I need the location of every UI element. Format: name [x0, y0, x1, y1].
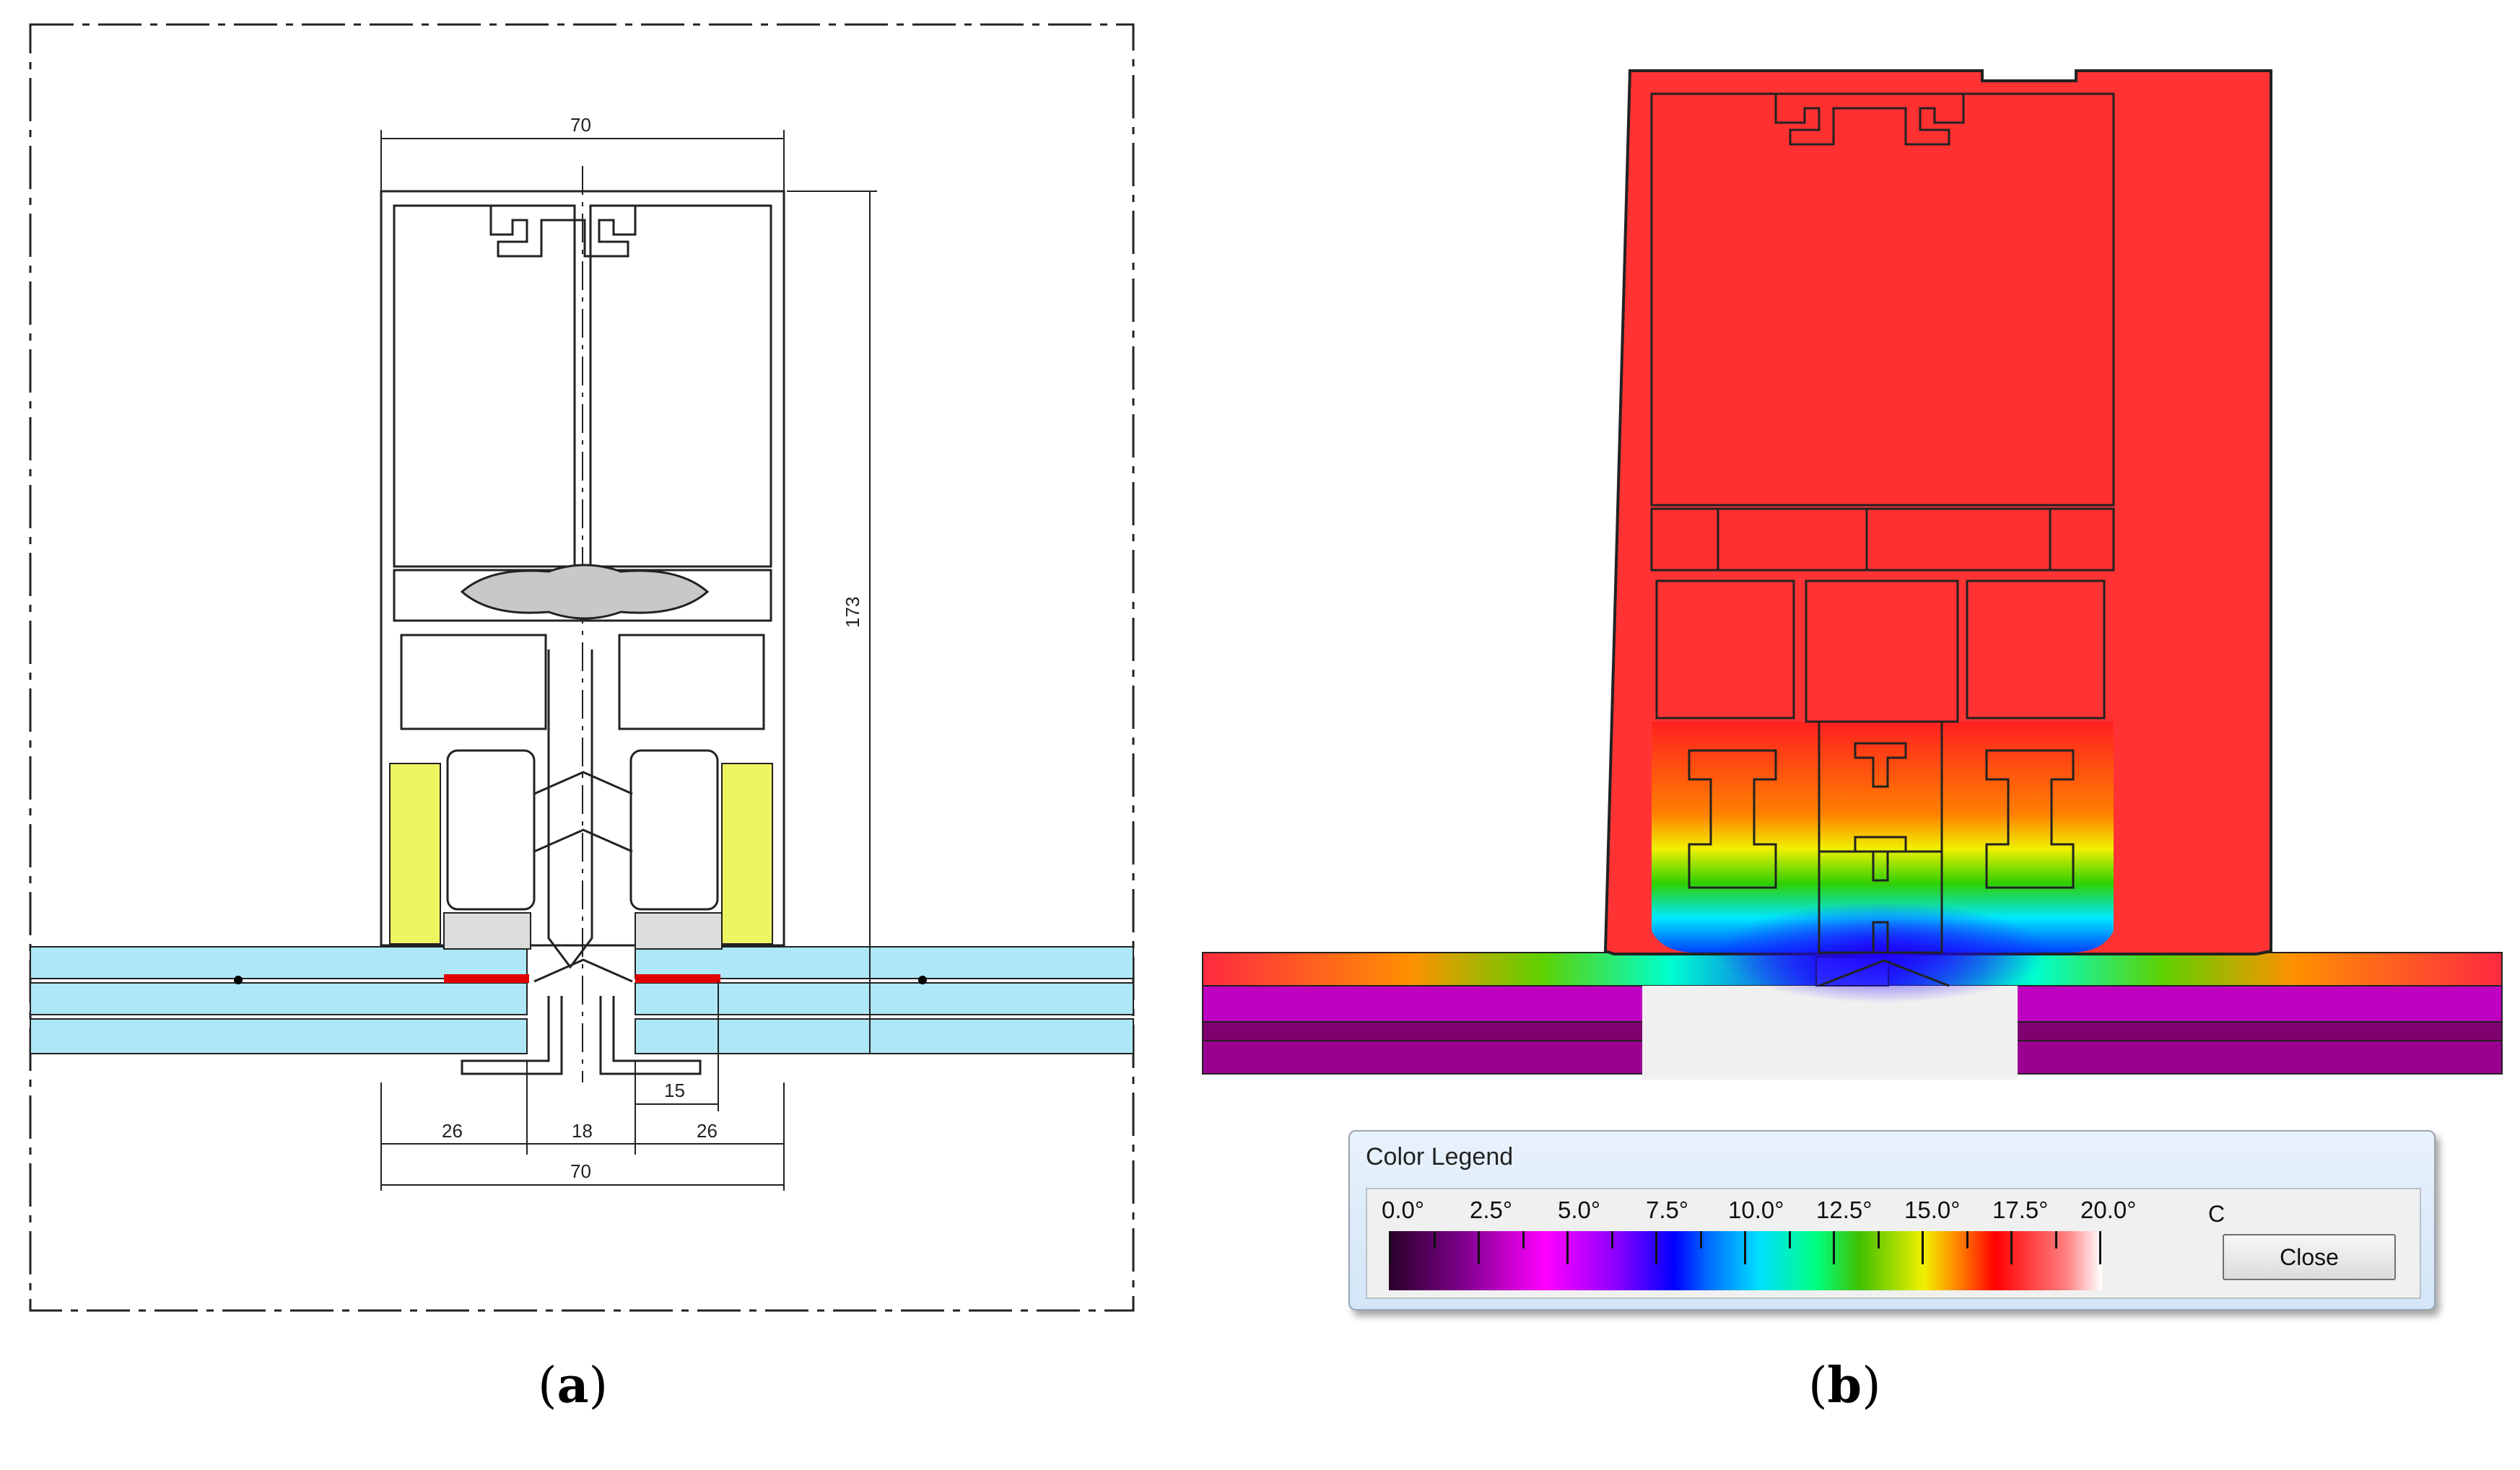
foam-right: [635, 912, 723, 950]
major-tick-mark: [1833, 1231, 1835, 1264]
close-button[interactable]: Close: [2223, 1234, 2396, 1280]
minor-tick-mark: [1610, 1231, 1613, 1248]
drawing-border: [29, 23, 1135, 1312]
major-tick-mark: [2010, 1231, 2013, 1264]
minor-tick-mark: [1788, 1231, 1791, 1248]
caption-a: (a): [538, 1357, 609, 1414]
tick-label-0: 0.0°: [1382, 1196, 1425, 1223]
profile-chambers: [1655, 579, 2106, 987]
dim-right-26: 26: [697, 1120, 718, 1142]
insulation-left: [389, 763, 441, 945]
caption-b: (b): [1808, 1357, 1881, 1414]
legend-title: Color Legend: [1366, 1143, 1514, 1171]
thermal-simulation-panel: [1184, 0, 2520, 1470]
tick-label-2: 5.0°: [1558, 1196, 1601, 1223]
dimension-lines: [380, 130, 877, 1191]
major-tick-mark: [1389, 1231, 1391, 1264]
dim-top-width: 70: [570, 114, 591, 136]
minor-tick-mark: [1877, 1231, 1880, 1248]
minor-tick-mark: [1433, 1231, 1436, 1248]
dim-bottom-width: 70: [570, 1160, 591, 1182]
caption-letter-a: a: [557, 1357, 589, 1414]
major-tick-mark: [1566, 1231, 1569, 1264]
minor-tick-mark: [1522, 1231, 1525, 1248]
minor-tick-mark: [1699, 1231, 1702, 1248]
tick-label-1: 2.5°: [1470, 1196, 1513, 1223]
major-tick-mark: [1744, 1231, 1746, 1264]
dim-height: 173: [842, 597, 863, 628]
legend-unit: C: [2208, 1201, 2225, 1227]
minor-tick-mark: [2054, 1231, 2057, 1248]
mullion-profile: [380, 190, 785, 1075]
dim-left-26: 26: [442, 1120, 463, 1142]
profile-section-drawing: 70 173 15 26 18 26 70: [29, 23, 1135, 1312]
color-legend-window[interactable]: Color Legend 0.0° 2.5° 5.0° 7.5° 10.0° 1…: [1348, 1130, 2436, 1311]
major-tick-mark: [1478, 1231, 1480, 1264]
tick-label-3: 7.5°: [1646, 1196, 1689, 1223]
tick-label-6: 15.0°: [1904, 1196, 1961, 1223]
minor-tick-mark: [1966, 1231, 1969, 1248]
dim-offset-15: 15: [664, 1080, 685, 1101]
dim-center-18: 18: [572, 1120, 593, 1142]
major-tick-mark: [1922, 1231, 1924, 1264]
gasket-right: [635, 974, 720, 983]
tick-label-7: 17.5°: [1992, 1196, 2049, 1223]
tick-label-8: 20.0°: [2080, 1196, 2137, 1223]
middle-chamber: [1650, 507, 2115, 572]
technical-drawing-panel: 70 173 15 26 18 26 70: [0, 0, 1155, 1470]
tick-label-5: 12.5°: [1816, 1196, 1872, 1223]
insulation-right: [721, 763, 773, 945]
major-tick-mark: [1655, 1231, 1657, 1264]
tick-label-4: 10.0°: [1728, 1196, 1784, 1223]
upper-chamber: [1650, 92, 2115, 507]
major-tick-mark: [2099, 1231, 2101, 1264]
foam-left: [443, 912, 531, 950]
caption-letter-b: b: [1827, 1357, 1862, 1414]
gasket-left: [444, 974, 529, 983]
temperature-field: [1202, 69, 2503, 1080]
legend-content: 0.0° 2.5° 5.0° 7.5° 10.0° 12.5° 15.0° 17…: [1366, 1188, 2421, 1299]
hatched-gasket: [460, 564, 710, 620]
